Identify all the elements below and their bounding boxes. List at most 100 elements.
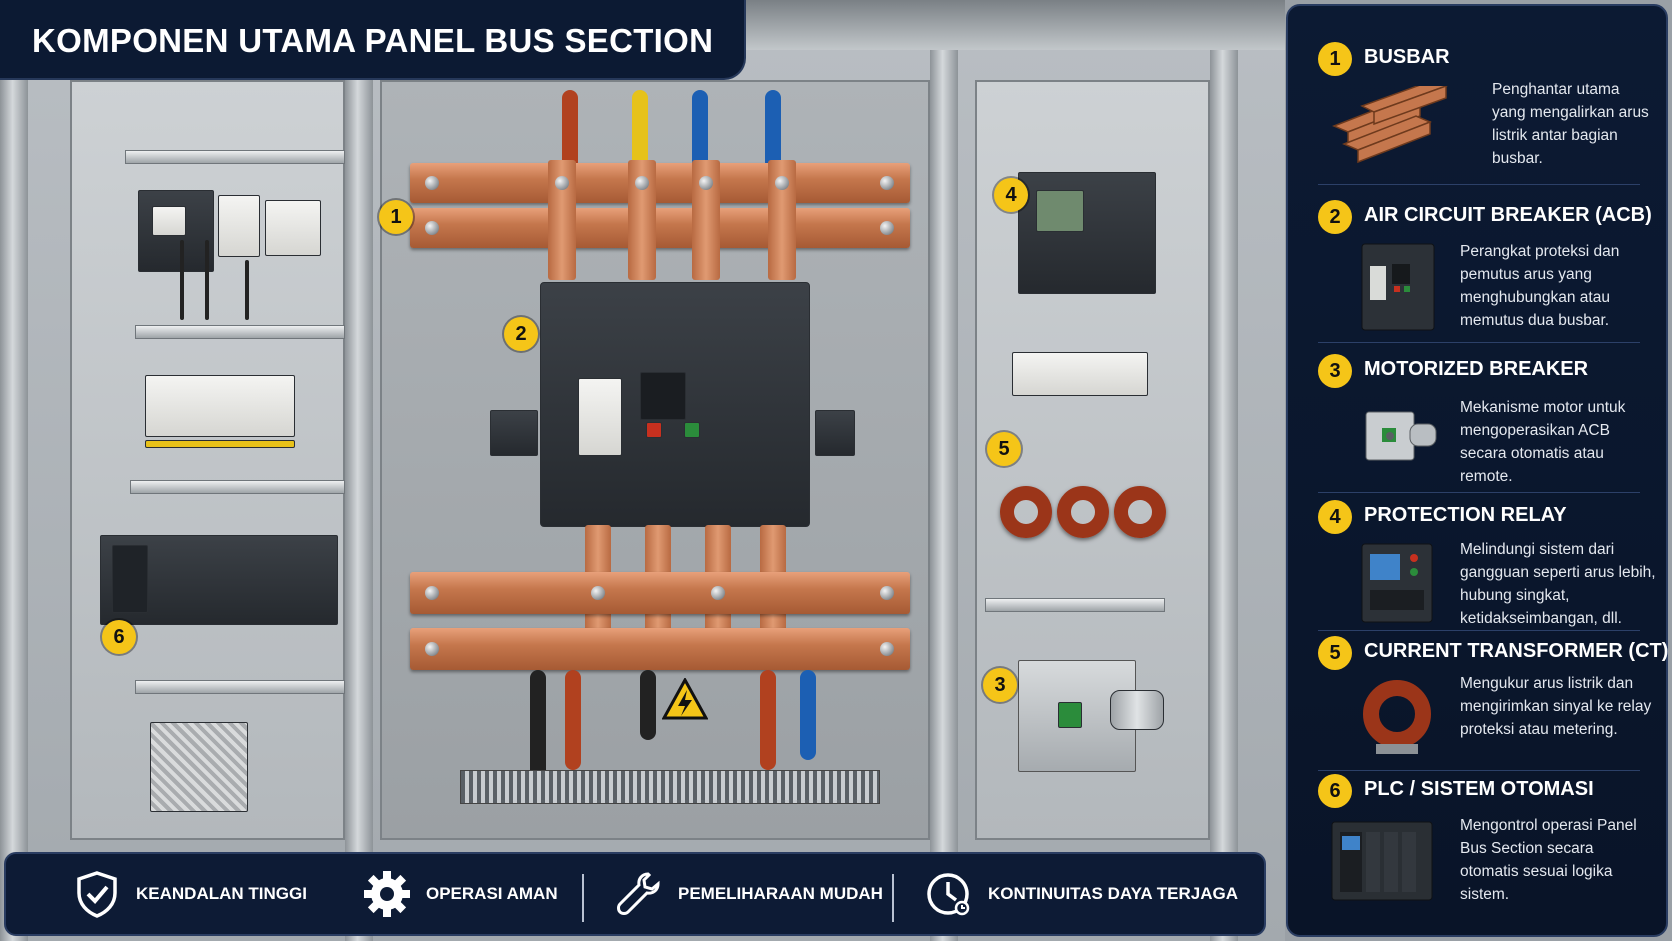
lower-busbar [410,572,910,614]
legend-separator [1318,770,1640,771]
cabinet-frame-post [345,0,373,941]
motor-nameplate [1058,702,1082,728]
busbar-bolt [425,221,439,235]
outgoing-cable [800,670,816,760]
marker-2: 2 [504,317,538,351]
acb-rail-bracket [815,410,855,456]
module-display [152,206,186,236]
marker-4: 4 [994,178,1028,212]
feature-power-continuity: KONTINUITAS DAYA TERJAGA [924,854,1238,934]
feature-label: KONTINUITAS DAYA TERJAGA [988,884,1238,903]
relay-lcd-screen [1036,190,1084,232]
control-wire [245,260,249,320]
legend-title: PROTECTION RELAY [1364,504,1567,526]
legend-number: 3 [1318,354,1352,388]
power-supply-unit [150,722,248,812]
busbar-thumbnail [1332,86,1448,164]
outgoing-cable [530,670,546,780]
legend-number: 4 [1318,500,1352,534]
feature-label: PEMELIHARAAN MUDAH [678,884,883,903]
busbar-bolt [555,176,569,190]
terminal-block-row [1012,352,1148,396]
wrench-icon [617,872,660,915]
legend-separator [1318,492,1640,493]
acb-trip-unit [578,378,622,456]
busbar-bolt [425,642,439,656]
high-voltage-warning-icon [662,678,708,720]
legend-number: 5 [1318,636,1352,670]
gear-icon [364,871,410,917]
legend-separator [1318,630,1640,631]
feature-reliability: KEANDALAN TINGGI [72,854,307,934]
legend-description: Mengukur arus listrik dan mengirimkan si… [1460,675,1652,738]
title-banner: KOMPONEN UTAMA PANEL BUS SECTION [0,0,746,80]
terminal-marker-strip [145,440,295,448]
busbar-bolt [880,176,894,190]
ct-thumbnail [1363,680,1431,754]
legend-description: Perangkat proteksi dan pemutus arus yang… [1460,243,1620,329]
busbar-bolt [425,586,439,600]
footer-divider [892,874,894,922]
lower-busbar [410,628,910,670]
acb-thumbnail [1361,243,1435,331]
shield-check-icon [77,871,117,918]
legend-title: AIR CIRCUIT BREAKER (ACB) [1364,204,1652,226]
current-transformer [1057,486,1109,538]
feature-label: KEANDALAN TINGGI [136,884,307,903]
feature-safe-operation: OPERASI AMAN [362,854,558,934]
feature-label: OPERASI AMAN [426,884,558,903]
feature-easy-maintenance: PEMELIHARAAN MUDAH [614,854,883,934]
din-rail [135,325,345,339]
cabinet-frame-post [930,0,958,941]
din-rail [985,598,1165,612]
incoming-cable [692,90,708,170]
acb-off-button [646,422,662,438]
busbar-bolt [591,586,605,600]
legend-separator [1318,184,1640,185]
mcb-breaker [218,195,260,257]
legend-description: Melindungi sistem dari gangguan seperti … [1460,541,1656,627]
busbar-bolt [880,586,894,600]
motor-drive [1110,690,1164,730]
relay-thumbnail [1361,543,1433,623]
plc-cpu-module [112,545,148,613]
outgoing-cable [760,670,776,770]
upper-busbar [410,208,910,248]
legend-description: Penghantar utama yang mengalirkan arus l… [1492,81,1649,167]
marker-5: 5 [987,432,1021,466]
legend-separator [1318,342,1640,343]
cabinet-frame-post [0,0,28,941]
outgoing-cable [640,670,656,740]
terminal-mcb-row [145,375,295,437]
din-rail [130,480,345,494]
acb-rail-bracket [490,410,538,456]
legend-description: Mekanisme motor untuk mengoperasikan ACB… [1460,399,1626,485]
busbar-bolt [880,642,894,656]
legend-title: CURRENT TRANSFORMER (CT) [1364,640,1669,662]
control-wire [180,240,184,320]
legend-number: 2 [1318,200,1352,234]
feature-footer: KEANDALAN TINGGI OPERASI AMAN PEMELIHARA… [4,852,1266,936]
busbar-bolt [635,176,649,190]
acb-indicator-window [640,372,686,420]
incoming-cable [765,90,781,170]
legend-title: BUSBAR [1364,46,1450,68]
plc-thumbnail [1331,821,1433,901]
cable-gland-plate [460,770,880,804]
din-rail [135,680,345,694]
busbar-bolt [711,586,725,600]
marker-6: 6 [102,620,136,654]
busbar-bolt [880,221,894,235]
busbar-bolt [425,176,439,190]
incoming-cable [562,90,578,170]
clock-icon [927,873,970,916]
legend-number: 6 [1318,774,1352,808]
panel-cabinet-photo: 1 2 3 4 5 6 [0,0,1285,941]
mcb-breaker [265,200,321,256]
page-title: KOMPONEN UTAMA PANEL BUS SECTION [32,22,714,59]
current-transformer [1114,486,1166,538]
control-wire [205,240,209,320]
legend-title: PLC / SISTEM OTOMASI [1364,778,1594,800]
legend-number: 1 [1318,42,1352,76]
footer-divider [582,874,584,922]
